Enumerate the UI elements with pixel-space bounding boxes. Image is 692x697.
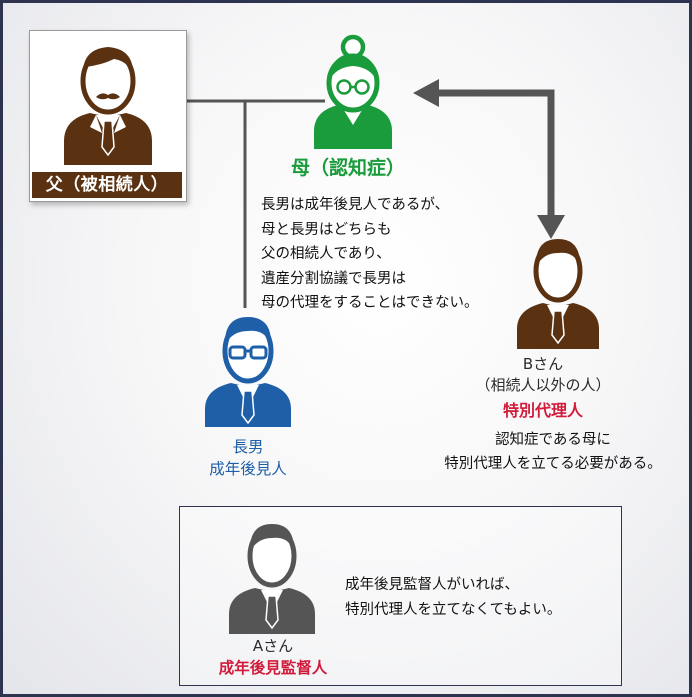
person-a-name: Aさん bbox=[252, 637, 294, 655]
note-main-line: 長男は成年後見人であるが、 bbox=[261, 197, 450, 213]
note-main-line: 遺産分割協議で長男は bbox=[261, 270, 406, 287]
note-a: 成年後見監督人がいれば、 特別代理人を立てなくてもよい。 bbox=[345, 573, 561, 623]
person-b-icon bbox=[517, 239, 599, 349]
note-a-line: 成年後見監督人がいれば、 bbox=[345, 577, 519, 593]
person-a-role: 成年後見監督人 bbox=[218, 659, 328, 677]
person-b-role: 特別代理人 bbox=[502, 401, 583, 420]
father-card: 父（被相続人） bbox=[29, 30, 187, 202]
mother-label: 母（認知症） bbox=[290, 157, 405, 179]
father-label: 父（被相続人） bbox=[32, 172, 182, 198]
arrowhead-left bbox=[413, 79, 439, 107]
note-main-line: 母と長男はどちらも bbox=[261, 221, 392, 238]
note-a-line: 特別代理人を立てなくてもよい。 bbox=[345, 602, 562, 618]
father-icon bbox=[64, 47, 152, 165]
eldest-son-role: 成年後見人 bbox=[209, 460, 287, 478]
person-b-parenthetical: （相続人以外の人） bbox=[475, 376, 611, 394]
eldest-son-icon bbox=[205, 317, 291, 427]
note-main: 長男は成年後見人であるが、 母と長男はどちらも 父の相続人であり、 遺産分割協議… bbox=[261, 193, 479, 316]
note-b-line: 特別代理人を立てる必要がある。 bbox=[444, 456, 662, 472]
note-b: 認知症である母に 特別代理人を立てる必要がある。 bbox=[418, 428, 688, 476]
person-b-name: Bさん bbox=[522, 355, 564, 373]
arrowhead-down bbox=[537, 215, 565, 239]
connector-lines bbox=[186, 79, 565, 308]
note-main-line: 母の代理をすることはできない。 bbox=[261, 295, 479, 311]
person-a-icon bbox=[229, 524, 315, 634]
eldest-son-name: 長男 bbox=[232, 438, 264, 456]
mother-icon bbox=[314, 34, 392, 149]
note-b-line: 認知症である母に bbox=[495, 432, 611, 448]
note-main-line: 父の相続人であり、 bbox=[261, 246, 391, 262]
mother-b-arrow-line bbox=[433, 89, 555, 221]
